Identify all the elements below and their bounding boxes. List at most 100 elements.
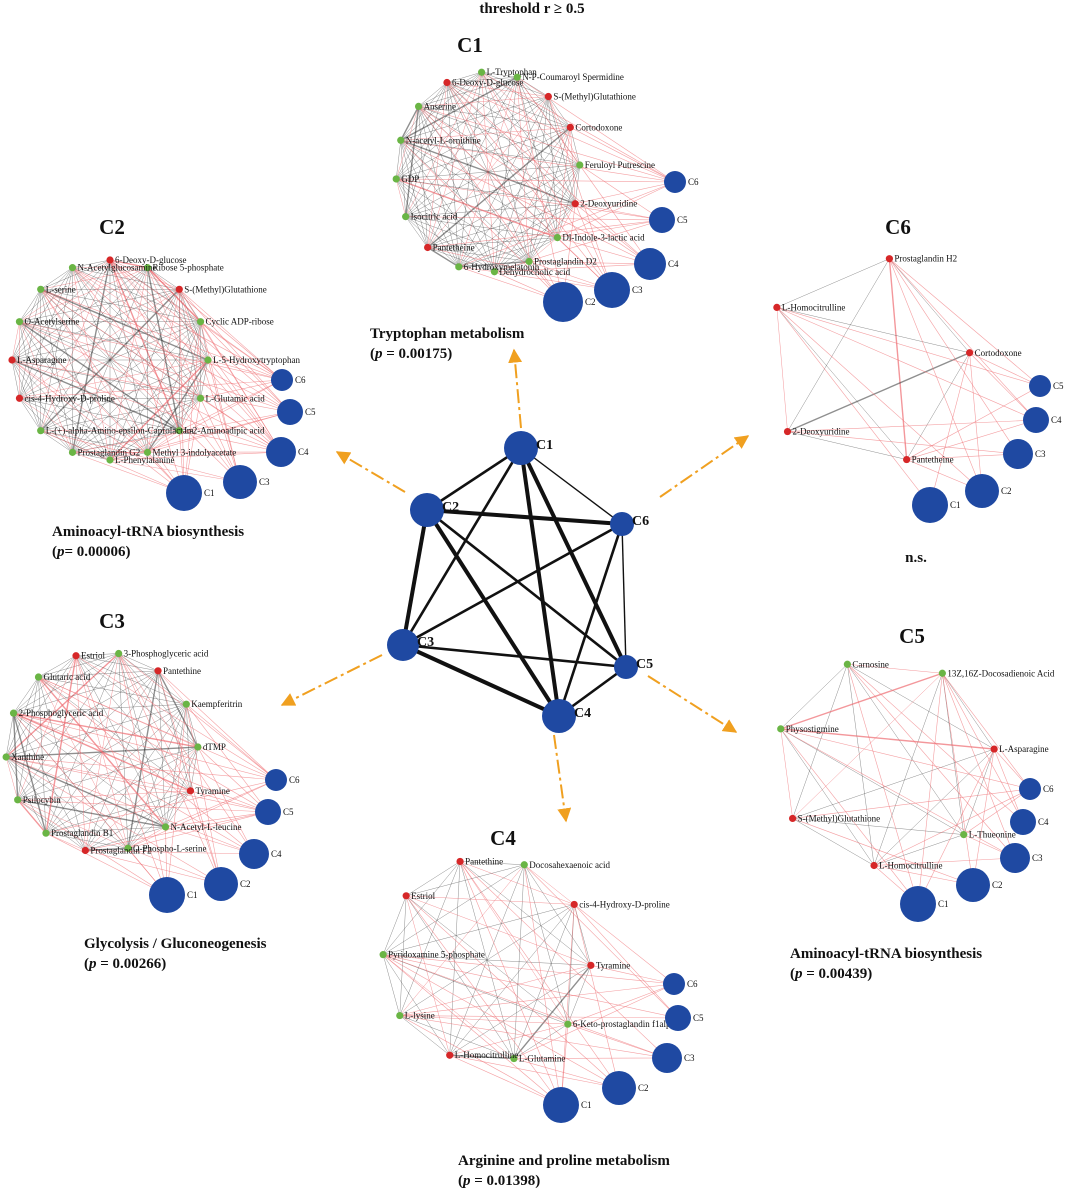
metabolite-node (570, 900, 578, 909)
edge (847, 664, 995, 750)
metabolite-label: Kaempferitrin (191, 699, 242, 709)
edge (418, 106, 564, 303)
edge (874, 857, 1016, 866)
edge (460, 861, 525, 866)
edge (11, 267, 73, 361)
metabolite-node (553, 234, 562, 242)
edge (197, 746, 269, 813)
edge (516, 76, 651, 265)
edge (888, 258, 908, 460)
meta-edge (402, 643, 560, 718)
metabolite-label: S-(Methyl)Glutathione (184, 284, 266, 294)
edge (11, 321, 20, 361)
edge (165, 704, 187, 828)
module-node-label: C3 (1032, 853, 1043, 863)
edge (109, 267, 148, 461)
module-node-label: C4 (1038, 817, 1049, 827)
edge (147, 379, 283, 453)
edge (427, 247, 495, 272)
edge (458, 260, 530, 268)
edge (12, 713, 19, 800)
edge (11, 359, 20, 399)
edge (873, 673, 943, 866)
module-pvalue: (p = 0.00439) (790, 966, 872, 982)
metabolite-label: Tyramine (596, 960, 630, 970)
edge (405, 895, 562, 1106)
edge (780, 728, 964, 835)
edge (6, 756, 269, 813)
edges (11, 259, 291, 494)
edge (776, 307, 788, 432)
edge (383, 904, 575, 955)
module-caption: n.s. (905, 550, 927, 566)
metabolite-node (587, 961, 595, 969)
metabolite-label: 3-Phosphoglyceric acid (124, 649, 209, 659)
module-pvalue: (p= 0.00006) (52, 544, 131, 560)
metabolite-node (576, 161, 584, 169)
module-node-label: C5 (305, 407, 316, 417)
edge (118, 653, 255, 855)
edge (446, 82, 580, 166)
metabolite-node (773, 303, 781, 312)
edge (19, 321, 291, 413)
module-node (271, 369, 293, 391)
edge (418, 106, 580, 166)
edge (529, 261, 651, 265)
edge (792, 818, 974, 886)
edge (109, 459, 241, 483)
meta-node (504, 431, 538, 465)
edge (395, 178, 428, 248)
metabolite-label: Cyclic ADP-ribose (206, 317, 274, 327)
edge (207, 359, 282, 453)
edge (75, 655, 191, 792)
edge (382, 954, 515, 1059)
edge (575, 203, 663, 221)
edge (17, 653, 119, 800)
edge (776, 307, 1037, 421)
edge (400, 140, 564, 303)
edge (513, 1023, 568, 1059)
edge (38, 677, 47, 834)
edge (12, 712, 47, 834)
metabolite-node (885, 255, 893, 263)
module-title: C2 (99, 215, 125, 239)
module-node-label: C6 (289, 775, 300, 785)
edge (13, 712, 166, 828)
edge (17, 655, 77, 800)
edge (396, 76, 518, 180)
module-title: C5 (899, 624, 925, 648)
module-node (1029, 375, 1051, 397)
edge (5, 756, 47, 834)
meta-edge (621, 523, 627, 668)
module-caption: Aminoacyl-tRNA biosynthesis (52, 524, 244, 540)
module-node (956, 868, 990, 902)
metabolite-label: N-Acetylglucosamine (77, 263, 156, 273)
edge (396, 178, 663, 221)
edge (906, 453, 1019, 460)
edge (481, 72, 530, 262)
edge (548, 96, 576, 204)
edge (847, 664, 1016, 859)
edge (523, 864, 562, 1106)
module-node-label: C1 (204, 488, 215, 498)
metabolite-node (571, 200, 579, 208)
edge (400, 140, 406, 217)
module-node-label: C2 (992, 880, 1003, 890)
metabolite-label: L-Asparagine (999, 744, 1048, 754)
arrow-to-c5 (647, 675, 738, 733)
arrow-to-c6 (659, 435, 750, 498)
p-symbol: p (793, 966, 803, 982)
edge (118, 653, 159, 672)
edge (13, 703, 187, 714)
edge (200, 359, 209, 399)
edge (427, 77, 518, 248)
edge (5, 756, 166, 828)
edge (969, 352, 983, 492)
edge (847, 664, 943, 674)
module-node (965, 474, 999, 508)
edge (6, 756, 191, 792)
meta-node (387, 629, 419, 661)
